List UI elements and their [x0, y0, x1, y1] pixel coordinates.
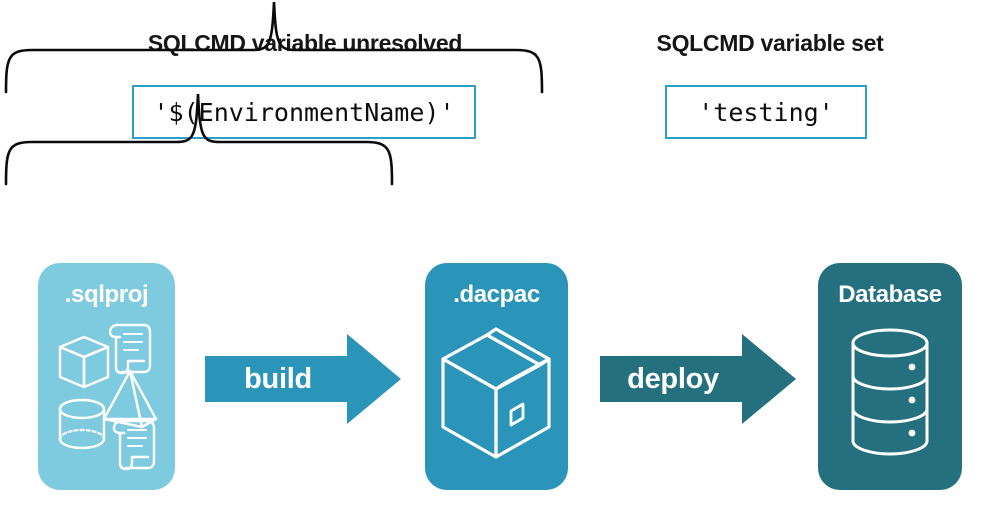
stage-card-database[interactable]: Database	[818, 263, 962, 490]
stage-card-label-dacpac: .dacpac	[453, 281, 540, 308]
section-heading-left: SQLCMD variable unresolved	[147, 30, 463, 56]
stage-card-label-database: Database	[838, 281, 942, 308]
arrow-right-icon-build	[205, 334, 401, 424]
cube-icon	[58, 335, 110, 389]
brace-left	[0, 0, 548, 94]
code-value-box-unresolved: '$(EnvironmentName)'	[132, 85, 476, 139]
stage-card-sqlproj[interactable]: .sqlproj	[38, 263, 175, 490]
arrow-right-icon-deploy	[600, 334, 796, 424]
script-scroll-icon-bottom	[112, 419, 156, 471]
arrow-build: build	[205, 334, 405, 424]
section-heading-right: SQLCMD variable set	[656, 30, 884, 56]
brace-right-icon	[4, 93, 394, 186]
arrow-deploy: deploy	[600, 334, 800, 424]
stage-card-dacpac[interactable]: .dacpac	[425, 263, 568, 490]
pyramid-icon	[102, 369, 158, 429]
code-value-box-set: 'testing'	[665, 85, 867, 139]
cylinder-icon	[58, 398, 106, 450]
package-box-icon	[425, 309, 568, 484]
stage-card-label-sqlproj: .sqlproj	[64, 281, 149, 308]
brace-right	[0, 92, 398, 186]
project-artifacts-icon	[38, 309, 175, 484]
script-scroll-icon-top	[108, 323, 152, 375]
brace-left-icon	[4, 1, 544, 94]
database-cylinder-icon	[818, 309, 962, 484]
